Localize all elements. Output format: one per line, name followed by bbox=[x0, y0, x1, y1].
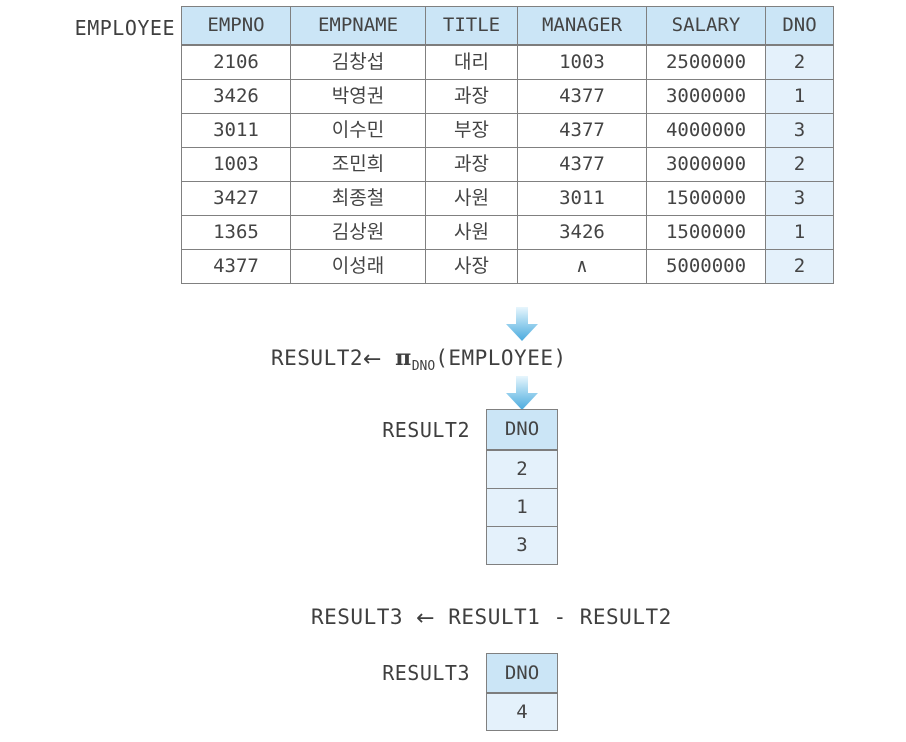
cell-manager: 1003 bbox=[517, 44, 647, 80]
column-header-dno: DNO bbox=[486, 409, 558, 451]
cell-empname: 이성래 bbox=[290, 249, 426, 284]
result2-table: DNO 2 1 3 bbox=[486, 409, 558, 565]
formula-difference: RESULT3 ← RESULT1 - RESULT2 bbox=[311, 605, 672, 631]
arrow-down-icon bbox=[504, 376, 540, 410]
cell-dno: 2 bbox=[765, 147, 834, 182]
formula-target: RESULT2 bbox=[271, 346, 364, 370]
table-row: 1 bbox=[486, 488, 558, 527]
table-row: 3011 이수민 부장 4377 4000000 3 bbox=[181, 113, 834, 148]
employee-table-label: EMPLOYEE bbox=[74, 16, 175, 40]
cell-salary: 2500000 bbox=[646, 44, 766, 80]
cell-dno: 2 bbox=[765, 249, 834, 284]
cell-dno: 1 bbox=[765, 215, 834, 250]
table-row: 3426 박영권 과장 4377 3000000 1 bbox=[181, 79, 834, 114]
cell-empno: 4377 bbox=[181, 249, 291, 284]
cell-title: 사장 bbox=[425, 249, 518, 284]
column-header-dno: DNO bbox=[486, 653, 558, 694]
result2-table-wrapper: DNO 2 1 3 bbox=[486, 409, 558, 565]
cell-dno: 2 bbox=[765, 44, 834, 80]
cell-empname: 최종철 bbox=[290, 181, 426, 216]
cell-dno: 4 bbox=[486, 692, 558, 731]
pi-subscript: DNO bbox=[411, 359, 436, 375]
result3-table-header-row: DNO bbox=[486, 653, 558, 694]
formula-target: RESULT3 bbox=[311, 605, 404, 629]
formula-projection: RESULT2← πDNO(EMPLOYEE) bbox=[271, 345, 567, 374]
employee-table-wrapper: EMPNO EMPNAME TITLE MANAGER SALARY DNO 2… bbox=[181, 6, 834, 284]
cell-manager: 4377 bbox=[517, 79, 647, 114]
cell-dno: 1 bbox=[486, 488, 558, 527]
cell-dno: 1 bbox=[765, 79, 834, 114]
cell-empno: 2106 bbox=[181, 44, 291, 80]
cell-dno: 3 bbox=[486, 526, 558, 565]
employee-table-header-row: EMPNO EMPNAME TITLE MANAGER SALARY DNO bbox=[181, 6, 834, 46]
employee-table: EMPNO EMPNAME TITLE MANAGER SALARY DNO 2… bbox=[181, 6, 834, 284]
cell-empname: 조민희 bbox=[290, 147, 426, 182]
cell-salary: 3000000 bbox=[646, 147, 766, 182]
column-header-dno: DNO bbox=[765, 6, 834, 46]
pi-operator-symbol: π bbox=[395, 345, 412, 371]
cell-salary: 3000000 bbox=[646, 79, 766, 114]
column-header-empname: EMPNAME bbox=[290, 6, 426, 46]
table-row: 3427 최종철 사원 3011 1500000 3 bbox=[181, 181, 834, 216]
cell-manager: 3426 bbox=[517, 215, 647, 250]
cell-title: 과장 bbox=[425, 147, 518, 182]
cell-empname: 김상원 bbox=[290, 215, 426, 250]
cell-manager: 4377 bbox=[517, 113, 647, 148]
result3-table-wrapper: DNO 4 bbox=[486, 653, 558, 731]
cell-salary: 5000000 bbox=[646, 249, 766, 284]
table-row: 2 bbox=[486, 449, 558, 489]
assign-arrow-symbol: ← bbox=[363, 347, 382, 372]
formula-left-operand: RESULT1 bbox=[448, 605, 541, 629]
cell-manager: 4377 bbox=[517, 147, 647, 182]
cell-manager-null: ∧ bbox=[517, 249, 647, 284]
result3-table: DNO 4 bbox=[486, 653, 558, 731]
minus-operator-symbol: - bbox=[553, 605, 567, 629]
result2-table-label: RESULT2 bbox=[382, 418, 470, 442]
cell-dno: 3 bbox=[765, 113, 834, 148]
column-header-salary: SALARY bbox=[646, 6, 766, 46]
assign-arrow-symbol: ← bbox=[416, 606, 436, 631]
result2-table-header-row: DNO bbox=[486, 409, 558, 451]
cell-title: 사원 bbox=[425, 215, 518, 250]
arrow-down-icon bbox=[504, 307, 540, 341]
table-row: 4377 이성래 사장 ∧ 5000000 2 bbox=[181, 249, 834, 284]
cell-title: 부장 bbox=[425, 113, 518, 148]
cell-empno: 3427 bbox=[181, 181, 291, 216]
cell-title: 대리 bbox=[425, 44, 518, 80]
table-row: 4 bbox=[486, 692, 558, 731]
cell-title: 과장 bbox=[425, 79, 518, 114]
cell-salary: 1500000 bbox=[646, 215, 766, 250]
cell-empname: 김창섭 bbox=[290, 44, 426, 80]
cell-manager: 3011 bbox=[517, 181, 647, 216]
cell-salary: 1500000 bbox=[646, 181, 766, 216]
result3-table-label: RESULT3 bbox=[382, 661, 470, 685]
cell-empno: 1003 bbox=[181, 147, 291, 182]
column-header-empno: EMPNO bbox=[181, 6, 291, 46]
table-row: 1365 김상원 사원 3426 1500000 1 bbox=[181, 215, 834, 250]
cell-dno: 2 bbox=[486, 449, 558, 489]
column-header-manager: MANAGER bbox=[517, 6, 647, 46]
cell-empno: 3011 bbox=[181, 113, 291, 148]
cell-empname: 박영권 bbox=[290, 79, 426, 114]
column-header-title: TITLE bbox=[425, 6, 518, 46]
cell-empname: 이수민 bbox=[290, 113, 426, 148]
table-row: 2106 김창섭 대리 1003 2500000 2 bbox=[181, 44, 834, 80]
formula-operand: (EMPLOYEE) bbox=[435, 346, 567, 370]
cell-empno: 3426 bbox=[181, 79, 291, 114]
table-row: 3 bbox=[486, 526, 558, 565]
formula-right-operand: RESULT2 bbox=[579, 605, 672, 629]
cell-empno: 1365 bbox=[181, 215, 291, 250]
cell-dno: 3 bbox=[765, 181, 834, 216]
table-row: 1003 조민희 과장 4377 3000000 2 bbox=[181, 147, 834, 182]
cell-salary: 4000000 bbox=[646, 113, 766, 148]
cell-title: 사원 bbox=[425, 181, 518, 216]
